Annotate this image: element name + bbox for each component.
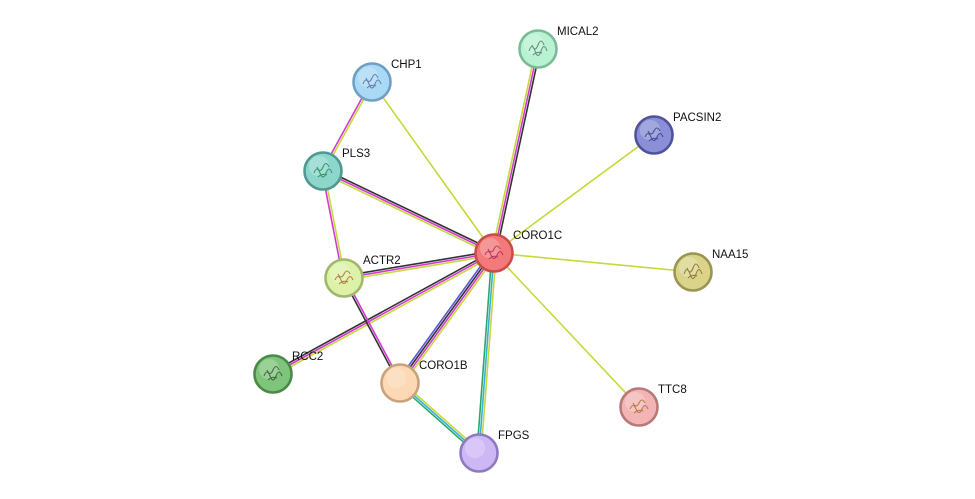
protein-structure-icon bbox=[629, 399, 649, 414]
edge-evidence-line bbox=[400, 252, 496, 385]
edge-evidence-line bbox=[343, 254, 496, 281]
edge-actr2-coro1b[interactable] bbox=[342, 276, 402, 385]
node-highlight bbox=[329, 262, 351, 284]
edge-evidence-line bbox=[493, 252, 694, 273]
node-circle bbox=[673, 252, 713, 292]
protein-structure-icon bbox=[362, 73, 382, 89]
edge-evidence-line bbox=[493, 48, 539, 254]
node-pacsin2[interactable]: PACSIN2 bbox=[634, 112, 722, 155]
edge-evidence-line bbox=[344, 276, 402, 384]
node-pls3[interactable]: PLS3 bbox=[303, 148, 371, 191]
protein-structure-icon bbox=[313, 162, 333, 178]
edge-evidence-line bbox=[398, 251, 494, 384]
edge-coro1c-rcc2[interactable] bbox=[271, 250, 496, 377]
edge-evidence-line bbox=[401, 254, 498, 386]
edge-evidence-line bbox=[480, 252, 497, 454]
edge-evidence-line bbox=[343, 252, 495, 279]
node-actr2[interactable]: ACTR2 bbox=[324, 255, 401, 298]
node-highlight bbox=[639, 119, 661, 141]
edge-evidence-line bbox=[476, 252, 493, 454]
node-label: ACTR2 bbox=[363, 255, 401, 267]
node-highlight bbox=[624, 391, 646, 413]
node-label: FPGS bbox=[498, 430, 530, 442]
protein-structure-icon bbox=[528, 40, 548, 57]
node-circle bbox=[352, 62, 392, 102]
node-label: MICAL2 bbox=[557, 26, 599, 38]
edge-coro1c-chp1[interactable] bbox=[371, 81, 495, 254]
node-highlight bbox=[357, 66, 379, 88]
node-highlight bbox=[479, 237, 501, 259]
node-fpgs[interactable]: FPGS bbox=[459, 430, 530, 473]
edge-evidence-line bbox=[478, 252, 495, 454]
edge-evidence-line bbox=[322, 170, 495, 254]
edge-coro1c-pls3[interactable] bbox=[321, 168, 496, 256]
edge-evidence-line bbox=[342, 250, 495, 277]
edge-coro1c-pacsin2[interactable] bbox=[493, 134, 655, 254]
node-circle bbox=[634, 115, 674, 155]
node-ttc8[interactable]: TTC8 bbox=[619, 384, 687, 427]
node-circle bbox=[619, 387, 659, 427]
node-label: CORO1C bbox=[513, 230, 562, 242]
protein-structure-icon bbox=[334, 270, 354, 285]
edge-evidence-line bbox=[493, 134, 655, 254]
node-label: CHP1 bbox=[391, 59, 422, 71]
edge-evidence-line bbox=[371, 81, 495, 254]
node-circle bbox=[253, 354, 293, 394]
node-naa15[interactable]: NAA15 bbox=[673, 249, 749, 292]
node-circle bbox=[474, 233, 514, 273]
node-circle bbox=[324, 258, 364, 298]
node-label: CORO1B bbox=[419, 360, 468, 372]
edge-coro1c-mical2[interactable] bbox=[491, 47, 541, 255]
node-circle bbox=[518, 29, 558, 69]
node-mical2[interactable]: MICAL2 bbox=[518, 26, 599, 69]
node-rcc2[interactable]: RCC2 bbox=[253, 351, 324, 394]
edge-evidence-line bbox=[321, 172, 494, 256]
edge-evidence-line bbox=[495, 48, 541, 255]
node-chp1[interactable]: CHP1 bbox=[352, 59, 422, 102]
edge-evidence-line bbox=[271, 250, 494, 373]
edges-layer bbox=[271, 47, 694, 456]
node-highlight bbox=[523, 33, 545, 55]
protein-structure-icon bbox=[683, 263, 703, 280]
node-label: PLS3 bbox=[342, 148, 370, 160]
node-label: PACSIN2 bbox=[673, 112, 721, 124]
edge-evidence-line bbox=[493, 252, 640, 408]
edge-coro1c-fpgs[interactable] bbox=[476, 252, 497, 454]
node-highlight bbox=[308, 155, 330, 177]
edge-coro1c-actr2[interactable] bbox=[342, 250, 496, 281]
node-highlight bbox=[678, 256, 700, 278]
edge-coro1c-naa15[interactable] bbox=[493, 252, 694, 273]
edge-evidence-line bbox=[491, 47, 537, 254]
protein-structure-icon bbox=[263, 365, 283, 381]
node-circle bbox=[459, 433, 499, 473]
edge-evidence-line bbox=[273, 254, 496, 377]
edge-evidence-line bbox=[396, 250, 493, 382]
node-label: TTC8 bbox=[658, 384, 687, 396]
node-label: NAA15 bbox=[712, 249, 748, 261]
node-coro1b[interactable]: CORO1B bbox=[380, 360, 468, 403]
edge-evidence-line bbox=[342, 277, 400, 385]
node-circle bbox=[380, 363, 420, 403]
protein-structure-icon bbox=[484, 245, 504, 260]
node-circle bbox=[303, 151, 343, 191]
node-highlight bbox=[385, 367, 407, 389]
edge-evidence-line bbox=[272, 252, 495, 375]
node-coro1c[interactable]: CORO1C bbox=[474, 230, 563, 273]
node-highlight bbox=[464, 437, 486, 459]
node-highlight bbox=[258, 358, 280, 380]
node-label: RCC2 bbox=[292, 351, 323, 363]
nodes-layer: CORO1C CHP1 MICAL2PACSIN2PLS3NAA15ACTR2RCC… bbox=[253, 26, 749, 473]
protein-structure-icon bbox=[644, 127, 664, 142]
edge-coro1c-ttc8[interactable] bbox=[493, 252, 640, 408]
edge-evidence-line bbox=[323, 168, 496, 252]
edge-coro1c-coro1b[interactable] bbox=[396, 250, 498, 386]
